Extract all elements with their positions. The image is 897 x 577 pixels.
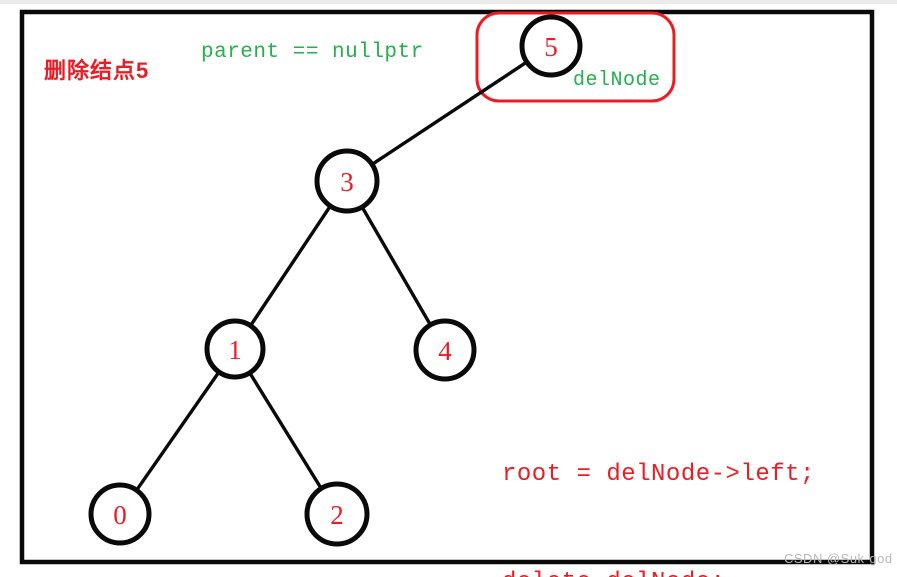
- highlight-layer: [475, 11, 676, 103]
- tree-edge-1-0: [118, 348, 237, 515]
- canvas-border: [19, 9, 875, 565]
- tree-node-label-4: 4: [438, 336, 452, 366]
- tree-node-circle-3: [314, 148, 380, 214]
- tree-node-label-0: 0: [113, 500, 127, 530]
- tree-edge-5-3: [346, 44, 552, 183]
- tree-node-circle-0: [88, 482, 152, 546]
- diagram-title: 删除结点5: [44, 58, 150, 83]
- tree-node-label-1: 1: [228, 335, 242, 365]
- code-line-1: root = delNode->left;: [502, 461, 815, 488]
- tree-node-circle-5: [519, 14, 583, 78]
- parent-condition-note: parent == nullptr: [201, 41, 424, 64]
- delnode-label: delNode: [573, 69, 661, 92]
- tree-node-circle-2: [304, 481, 370, 547]
- tree-node-circle-4: [413, 318, 477, 382]
- watermark: CSDN @Suk-god: [784, 551, 893, 566]
- top-strip: [0, 0, 897, 4]
- code-line-2: delete delNode;: [502, 565, 815, 577]
- edges-layer: [118, 44, 552, 515]
- tree-edge-3-1: [233, 180, 349, 350]
- tree-node-circle-1: [204, 318, 266, 380]
- nodes-layer: 5 3 1 4 0 2: [88, 14, 583, 547]
- tree-node-label-3: 3: [340, 167, 354, 197]
- tree-node-label-5: 5: [544, 32, 558, 62]
- tree-node-label-2: 2: [330, 500, 344, 530]
- tree-edge-3-4: [345, 180, 447, 351]
- code-annotation: root = delNode->left; delete delNode;: [502, 385, 815, 577]
- delnode-highlight-box: [475, 11, 676, 103]
